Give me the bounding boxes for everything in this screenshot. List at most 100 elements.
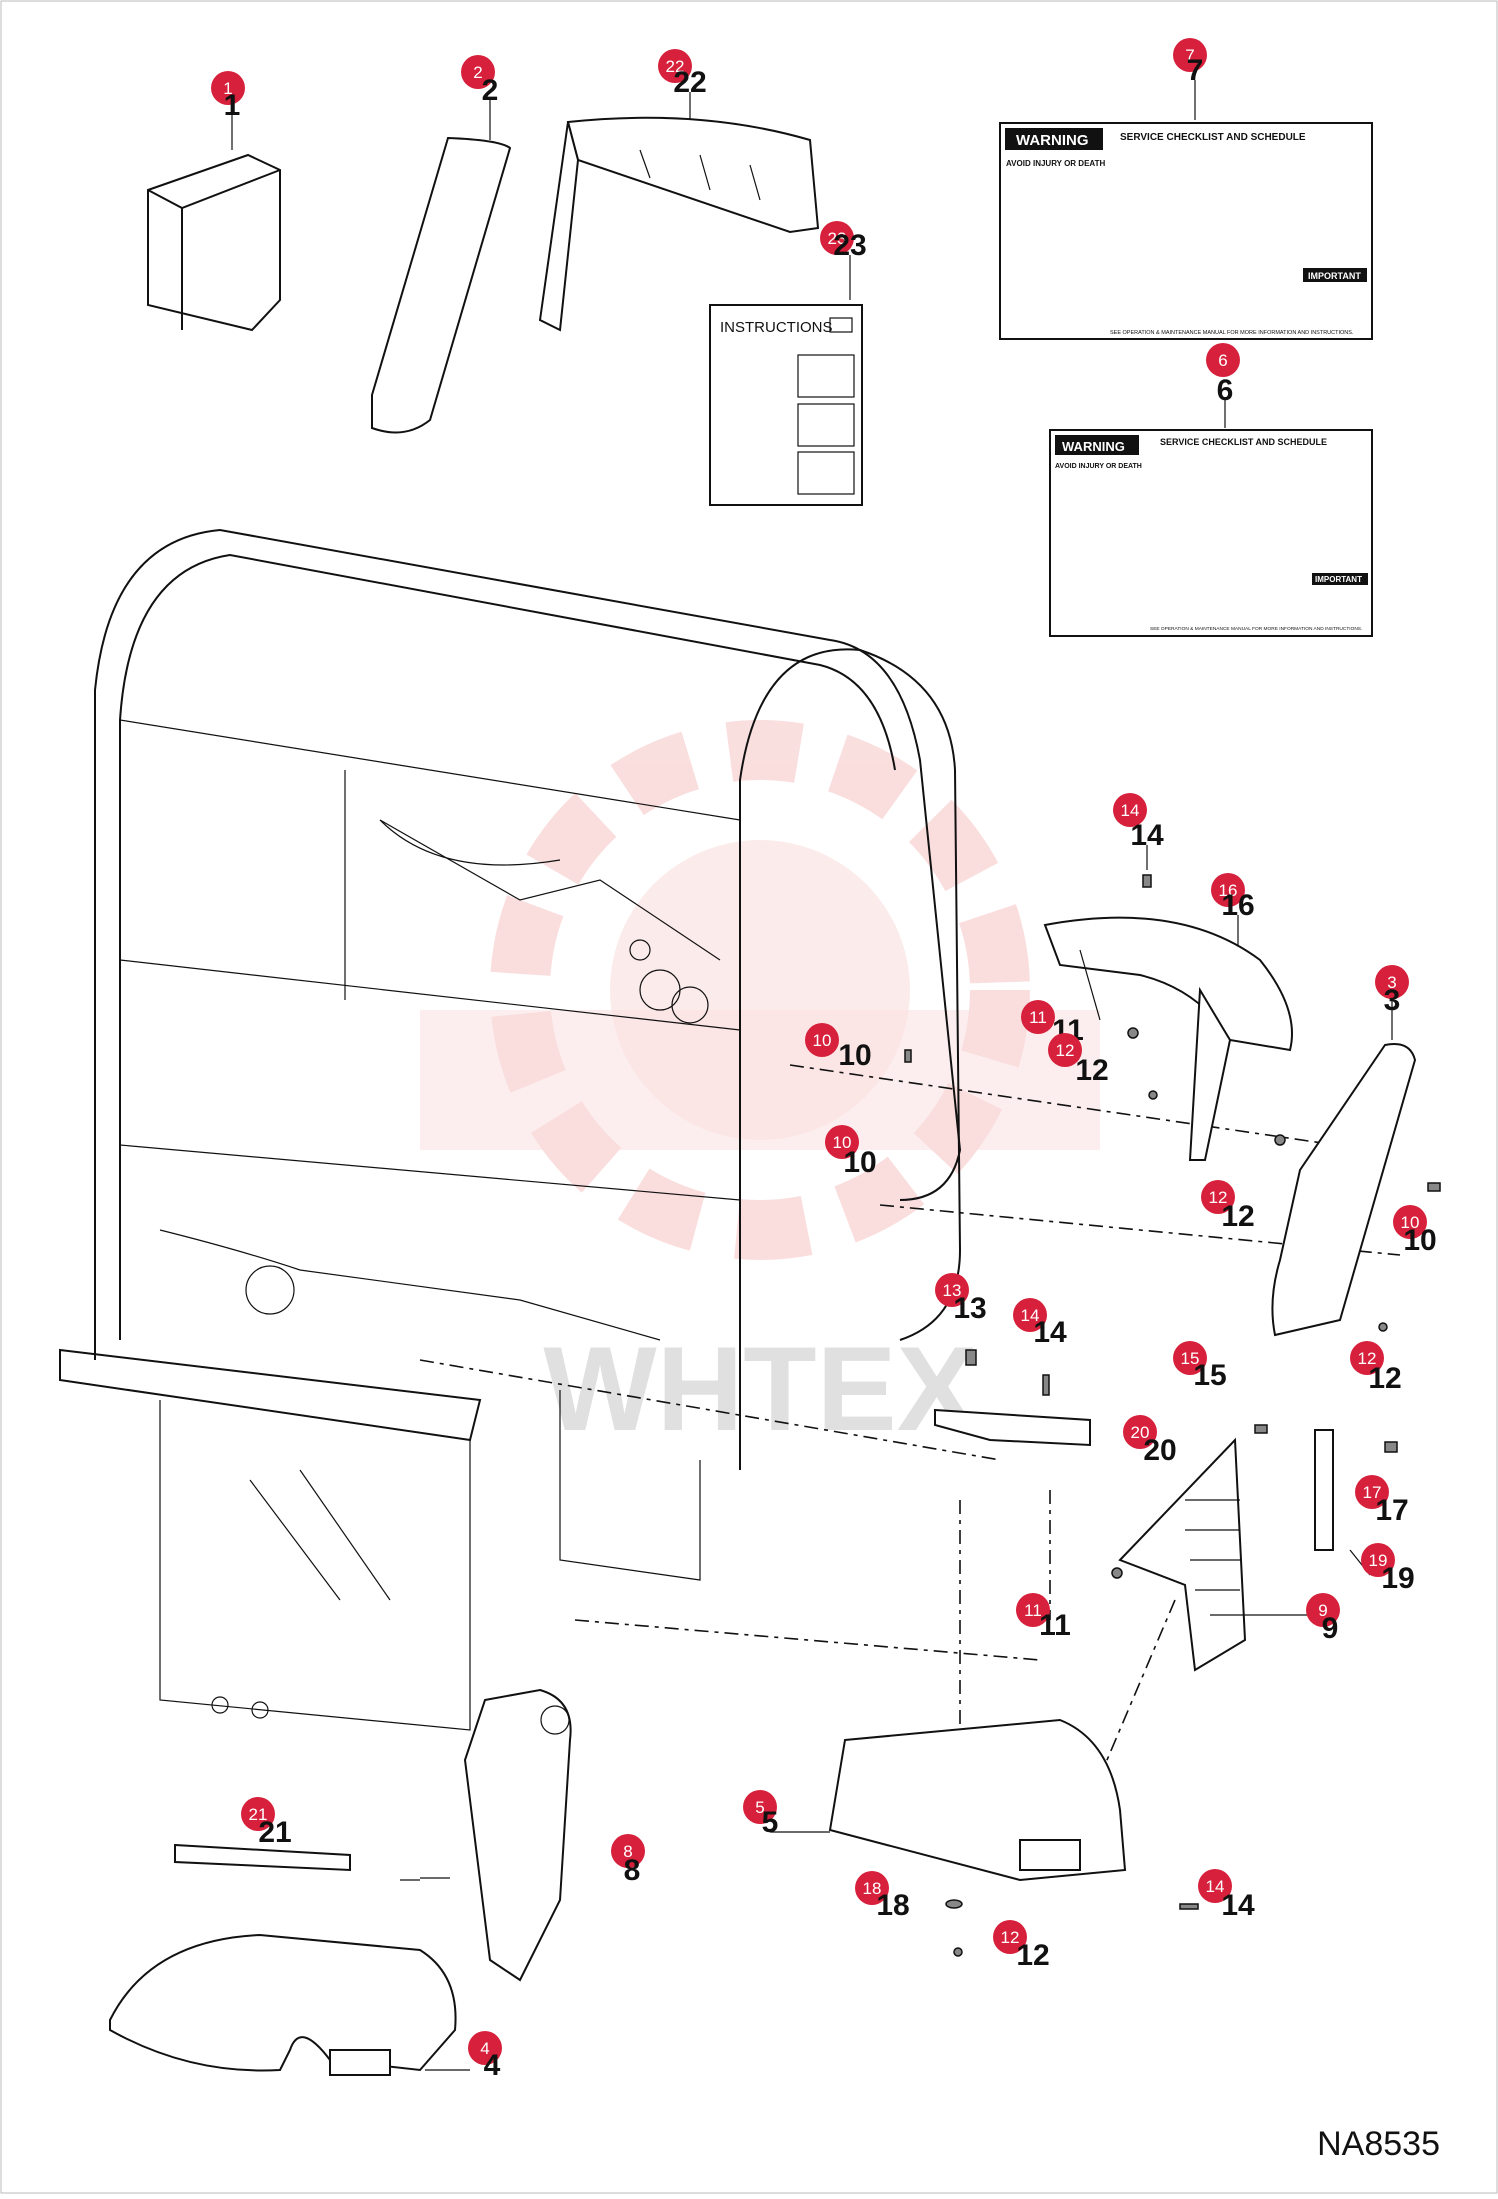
callout-c10a: 10 10	[805, 1023, 872, 1072]
callout-number-c13: 13	[953, 1292, 986, 1325]
callout-badge-c8	[611, 1834, 645, 1868]
callout-badge-label-c14a: 14	[1121, 801, 1140, 820]
callout-badge-c16	[1211, 873, 1245, 907]
callout-badge-label-c17: 17	[1363, 1483, 1382, 1502]
callout-badge-c4	[468, 2031, 502, 2065]
callout-badge-label-c23: 23	[828, 229, 847, 248]
fasteners	[904, 874, 1441, 1957]
callout-number-c14a: 14	[1130, 819, 1164, 852]
callout-c8: 88	[611, 1834, 645, 1887]
instructions-title: INSTRUCTIONS	[720, 319, 833, 336]
callout-number-c1: 1	[224, 89, 241, 122]
warning-title-7: WARNING	[1016, 132, 1089, 149]
callout-badge-c11a	[1021, 1000, 1055, 1034]
callout-number-c10c: 10	[1403, 1224, 1436, 1257]
checklist-title-7: SERVICE CHECKLIST AND SCHEDULE	[1120, 132, 1306, 143]
part-4-fender	[109, 1933, 457, 2076]
callout-badge-c20	[1123, 1415, 1157, 1449]
part-16-cover	[1043, 916, 1293, 1161]
part-20-bracket	[934, 1408, 1091, 1447]
callout-number-c2: 2	[482, 74, 499, 107]
callout-badge-c10b	[825, 1125, 859, 1159]
callout-badge-c3	[1375, 965, 1409, 999]
callout-number-c10a: 10	[838, 1039, 871, 1072]
decal-footer-7: SEE OPERATION & MAINTENANCE MANUAL FOR M…	[1110, 330, 1354, 336]
callout-badge-c11b	[1016, 1593, 1050, 1627]
callout-c2: 22	[461, 55, 498, 107]
callout-badge-label-c8: 8	[623, 1842, 632, 1861]
callout-number-c18: 18	[876, 1889, 909, 1922]
callout-badge-label-c12b: 12	[1209, 1188, 1228, 1207]
callout-c7: 77	[1173, 38, 1207, 87]
callout-badge-label-c13: 13	[943, 1281, 962, 1300]
callout-c3: 33	[1375, 965, 1409, 1017]
callout-badge-label-c10a: 10	[813, 1031, 832, 1050]
callout-number-c6: 6	[1217, 374, 1234, 407]
callout-badge-c14c	[1198, 1869, 1232, 1903]
callout-badge-c19	[1361, 1543, 1395, 1577]
callout-badge-c12b	[1201, 1180, 1235, 1214]
callout-badge-c10a	[805, 1023, 839, 1057]
callout-badge-label-c3: 3	[1387, 973, 1396, 992]
part-21-bracket	[174, 1843, 351, 1872]
part-3-trim	[1271, 1043, 1417, 1337]
callout-c9: 99	[1306, 1593, 1340, 1645]
callout-number-c15: 15	[1193, 1359, 1226, 1392]
callout-number-c16: 16	[1221, 889, 1254, 922]
callout-number-c23: 23	[833, 229, 866, 262]
callout-number-c5: 5	[762, 1806, 779, 1839]
callout-badge-label-c12c: 12	[1358, 1349, 1377, 1368]
warning-subtitle-7: AVOID INJURY OR DEATH	[1006, 159, 1105, 168]
part-1-box	[147, 153, 281, 332]
callout-number-c12b: 12	[1221, 1200, 1254, 1233]
callout-badge-label-c22: 22	[666, 57, 685, 76]
callout-badge-c18	[855, 1871, 889, 1905]
leader-lines	[231, 80, 1393, 2071]
callout-badge-label-c10c: 10	[1401, 1213, 1420, 1232]
callout-badge-label-c7: 7	[1185, 46, 1194, 65]
important-title-7: IMPORTANT	[1308, 271, 1361, 281]
callout-number-c9: 9	[1322, 1612, 1339, 1645]
important-title-6: IMPORTANT	[1315, 575, 1362, 584]
callout-badge-label-c11b: 11	[1024, 1601, 1042, 1620]
callout-number-c4: 4	[484, 2049, 501, 2082]
callout-badge-c12a	[1048, 1033, 1082, 1067]
callout-number-c14c: 14	[1221, 1889, 1255, 1922]
part-2-trim-strip	[371, 136, 512, 434]
callout-number-c11b: 11	[1039, 1609, 1071, 1642]
drawing-code: NA8535	[1317, 2125, 1440, 2163]
callout-badge-c1	[211, 71, 245, 105]
callout-c1: 11	[211, 71, 245, 122]
callout-number-c21: 21	[258, 1816, 291, 1849]
callout-number-c19: 19	[1381, 1562, 1414, 1595]
part-22-seal	[538, 116, 820, 332]
part-6-service-decal: WARNING AVOID INJURY OR DEATH SERVICE CH…	[1049, 429, 1373, 637]
warning-title-6: WARNING	[1062, 439, 1125, 454]
part-19-bracket	[1314, 1429, 1334, 1551]
callout-badge-c15	[1173, 1341, 1207, 1375]
callout-number-c3: 3	[1384, 984, 1401, 1017]
callout-badge-c7	[1173, 38, 1207, 72]
callout-badge-c13	[935, 1273, 969, 1307]
callout-number-c12c: 12	[1368, 1362, 1401, 1395]
callout-badge-c21	[241, 1797, 275, 1831]
callout-number-c20: 20	[1143, 1434, 1176, 1467]
callout-badge-c12c	[1350, 1341, 1384, 1375]
callout-badge-label-c9: 9	[1318, 1601, 1327, 1620]
part-8-duct	[463, 1688, 572, 1982]
decal-footer-6: SEE OPERATION & MAINTENANCE MANUAL FOR M…	[1150, 626, 1362, 632]
callout-badge-label-c5: 5	[755, 1798, 764, 1817]
callout-badge-c17	[1355, 1475, 1389, 1509]
